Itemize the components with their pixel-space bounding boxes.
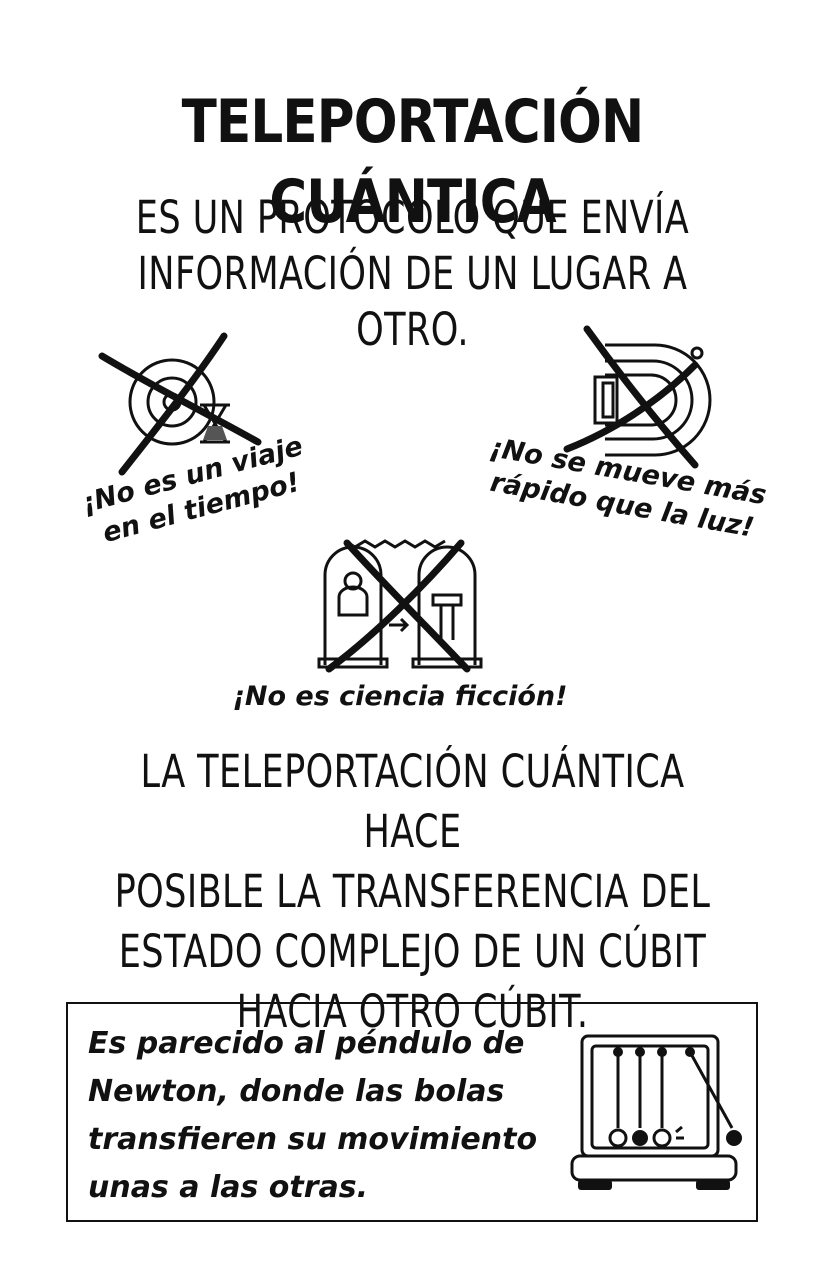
teleporter-pods-icon [317,539,483,673]
caption-line: ¡No es ciencia ficción! [232,681,568,712]
newtons-cradle-icon [570,1034,742,1190]
analogy-text: Es parecido al péndulo de Newton, donde … [88,1020,568,1212]
subtitle-line: ES UN PROTOCOLO QUE ENVÍA [135,191,690,244]
subtitle-line: INFORMACIÓN DE UN LUGAR A OTRO. [137,247,688,356]
analogy-line: transfieren su movimiento [88,1122,538,1157]
page-title: TELEPORTACIÓN CUÁNTICA [181,87,645,237]
particle-accelerator-icon [563,325,712,469]
analogy-line: Newton, donde las bolas [88,1074,505,1109]
analogy-line: Es parecido al péndulo de [88,1026,525,1061]
subtitle: ES UN PROTOCOLO QUE ENVÍA INFORMACIÓN DE… [91,190,735,358]
time-machine-icon [98,332,262,476]
explanation-line: POSIBLE LA TRANSFERENCIA DEL [114,865,711,918]
explanation-line: ESTADO COMPLEJO DE UN CÚBIT [118,925,707,978]
explanation-text: LA TELEPORTACIÓN CUÁNTICA HACE POSIBLE L… [91,742,735,1042]
explanation-line: HACIA OTRO CÚBIT. [236,985,589,1038]
caption-science-fiction: ¡No es ciencia ficción! [200,680,600,714]
analogy-line: unas a las otras. [88,1170,369,1205]
analogy-box [66,1002,758,1222]
explanation-line: LA TELEPORTACIÓN CUÁNTICA HACE [140,745,685,858]
